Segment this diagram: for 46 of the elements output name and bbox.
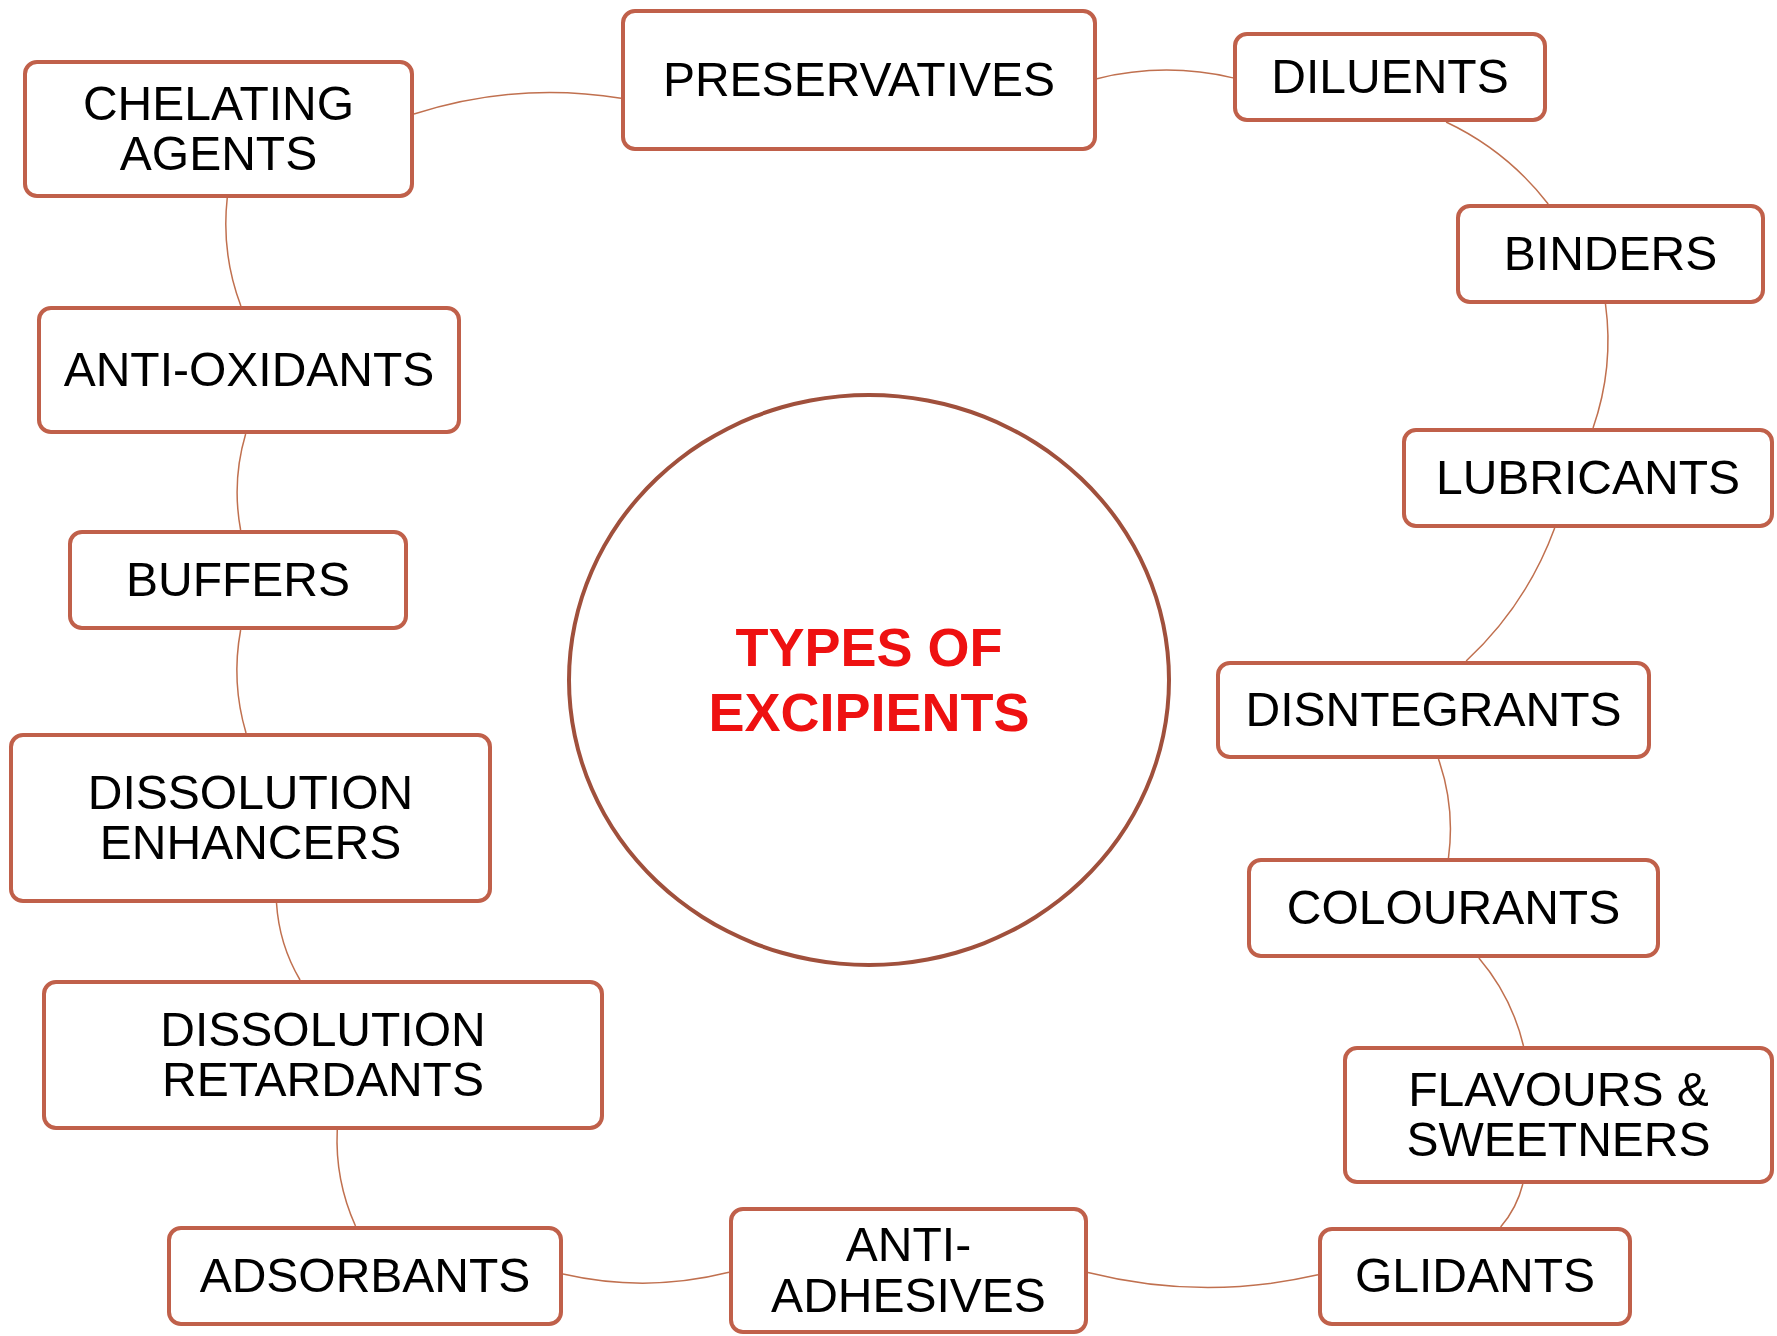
- category-label: ADSORBANTS: [199, 1250, 531, 1302]
- connector-line: [1478, 957, 1525, 1047]
- connector-line: [1499, 1183, 1524, 1228]
- category-box: [1456, 204, 1765, 304]
- category-label: FLAVOURS & SWEETNERS: [1405, 1064, 1712, 1166]
- category-box: [23, 60, 414, 198]
- category-label: GLIDANTS: [1354, 1251, 1595, 1302]
- category-box: [1343, 1046, 1774, 1184]
- category-box: [621, 9, 1097, 151]
- connector-line: [562, 1271, 730, 1284]
- connector-line: [1087, 1271, 1319, 1289]
- connector-line: [336, 1129, 357, 1227]
- category-box: [9, 733, 492, 903]
- connector-line: [1445, 121, 1549, 205]
- connector-line: [1437, 758, 1452, 859]
- category-box: [37, 306, 461, 434]
- connector-line: [1096, 69, 1234, 80]
- category-label: DISNTEGRANTS: [1245, 684, 1622, 736]
- category-box: [1318, 1227, 1632, 1326]
- category-label: CHELATING AGENTS: [81, 78, 356, 180]
- connector-line: [225, 197, 242, 307]
- category-box: [729, 1207, 1088, 1334]
- category-label: ANTI-ADHESIVES: [770, 1220, 1047, 1321]
- category-label: ANTI-OXIDANTS: [63, 344, 435, 396]
- connector-line: [275, 902, 301, 981]
- category-box: [167, 1226, 563, 1326]
- category-box: [42, 980, 604, 1130]
- category-label: DILUENTS: [1271, 51, 1509, 103]
- category-box: [1216, 661, 1651, 759]
- category-label: PRESERVATIVES: [662, 54, 1056, 106]
- connector-line: [1592, 303, 1609, 429]
- category-box: [1247, 858, 1660, 958]
- connector-line: [413, 91, 622, 115]
- category-box: [68, 530, 408, 630]
- category-box: [1402, 428, 1774, 528]
- category-label: DISSOLUTION ENHANCERS: [86, 767, 415, 869]
- connector-line: [1465, 527, 1556, 662]
- title-text: TYPES OF EXCIPIENTS: [707, 616, 1031, 744]
- category-label: DISSOLUTION RETARDANTS: [159, 1004, 487, 1106]
- category-label: LUBRICANTS: [1435, 452, 1741, 504]
- connector-line: [236, 629, 247, 734]
- category-label: BUFFERS: [126, 554, 350, 606]
- category-label: BINDERS: [1503, 228, 1718, 280]
- category-label: COLOURANTS: [1286, 882, 1621, 934]
- connector-line: [236, 433, 247, 531]
- category-box: [1233, 32, 1547, 122]
